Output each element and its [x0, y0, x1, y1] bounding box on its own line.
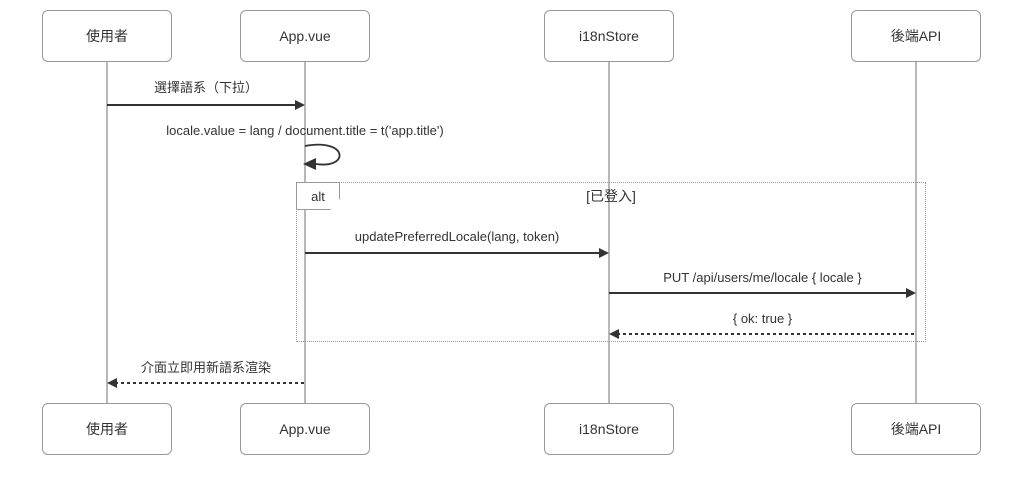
lifeline-i18nstore	[608, 62, 610, 403]
alt-frame	[296, 182, 926, 342]
actor-box-backend-top: 後端API	[851, 10, 981, 62]
actor-box-app-bottom: App.vue	[240, 403, 370, 455]
message-label-ui-rerender: 介面立即用新語系渲染	[140, 360, 271, 375]
message-line-dashed	[115, 382, 305, 384]
lifeline-backend	[915, 62, 917, 403]
actor-label: i18nStore	[579, 28, 639, 44]
message-line	[107, 104, 297, 106]
self-loop-arrow-icon	[303, 143, 341, 170]
actor-label: i18nStore	[579, 421, 639, 437]
lifeline-app	[304, 62, 306, 403]
alt-guard-label: [已登入]	[586, 188, 636, 204]
message-label-self-locale: locale.value = lang / document.title = t…	[166, 123, 444, 138]
message-label-select-language: 選擇語系（下拉）	[153, 80, 258, 95]
alt-label-text: alt	[311, 188, 325, 204]
arrowhead-left-icon	[609, 329, 619, 339]
message-label-update-preferred-locale: updatePreferredLocale(lang, token)	[354, 229, 560, 244]
arrowhead-left-icon	[107, 378, 117, 388]
message-line-dashed	[617, 333, 916, 335]
arrowhead-right-icon	[599, 248, 609, 258]
actor-label: 後端API	[890, 28, 942, 44]
actor-label: 後端API	[890, 421, 942, 437]
arrowhead-right-icon	[906, 288, 916, 298]
actor-box-i18nstore-bottom: i18nStore	[544, 403, 674, 455]
lifeline-user	[106, 62, 108, 403]
message-line	[609, 292, 908, 294]
message-label-put-locale: PUT /api/users/me/locale { locale }	[663, 270, 862, 285]
actor-label: App.vue	[279, 28, 331, 44]
alt-frame-label: alt	[296, 182, 340, 210]
actor-box-i18nstore-top: i18nStore	[544, 10, 674, 62]
actor-box-backend-bottom: 後端API	[851, 403, 981, 455]
actor-box-user-top: 使用者	[42, 10, 172, 62]
actor-label: 使用者	[86, 28, 128, 44]
message-line	[305, 252, 601, 254]
arrowhead-right-icon	[295, 100, 305, 110]
message-label-ok-true: { ok: true }	[732, 311, 793, 326]
actor-box-app-top: App.vue	[240, 10, 370, 62]
actor-label: App.vue	[279, 421, 331, 437]
actor-box-user-bottom: 使用者	[42, 403, 172, 455]
actor-label: 使用者	[86, 421, 128, 437]
